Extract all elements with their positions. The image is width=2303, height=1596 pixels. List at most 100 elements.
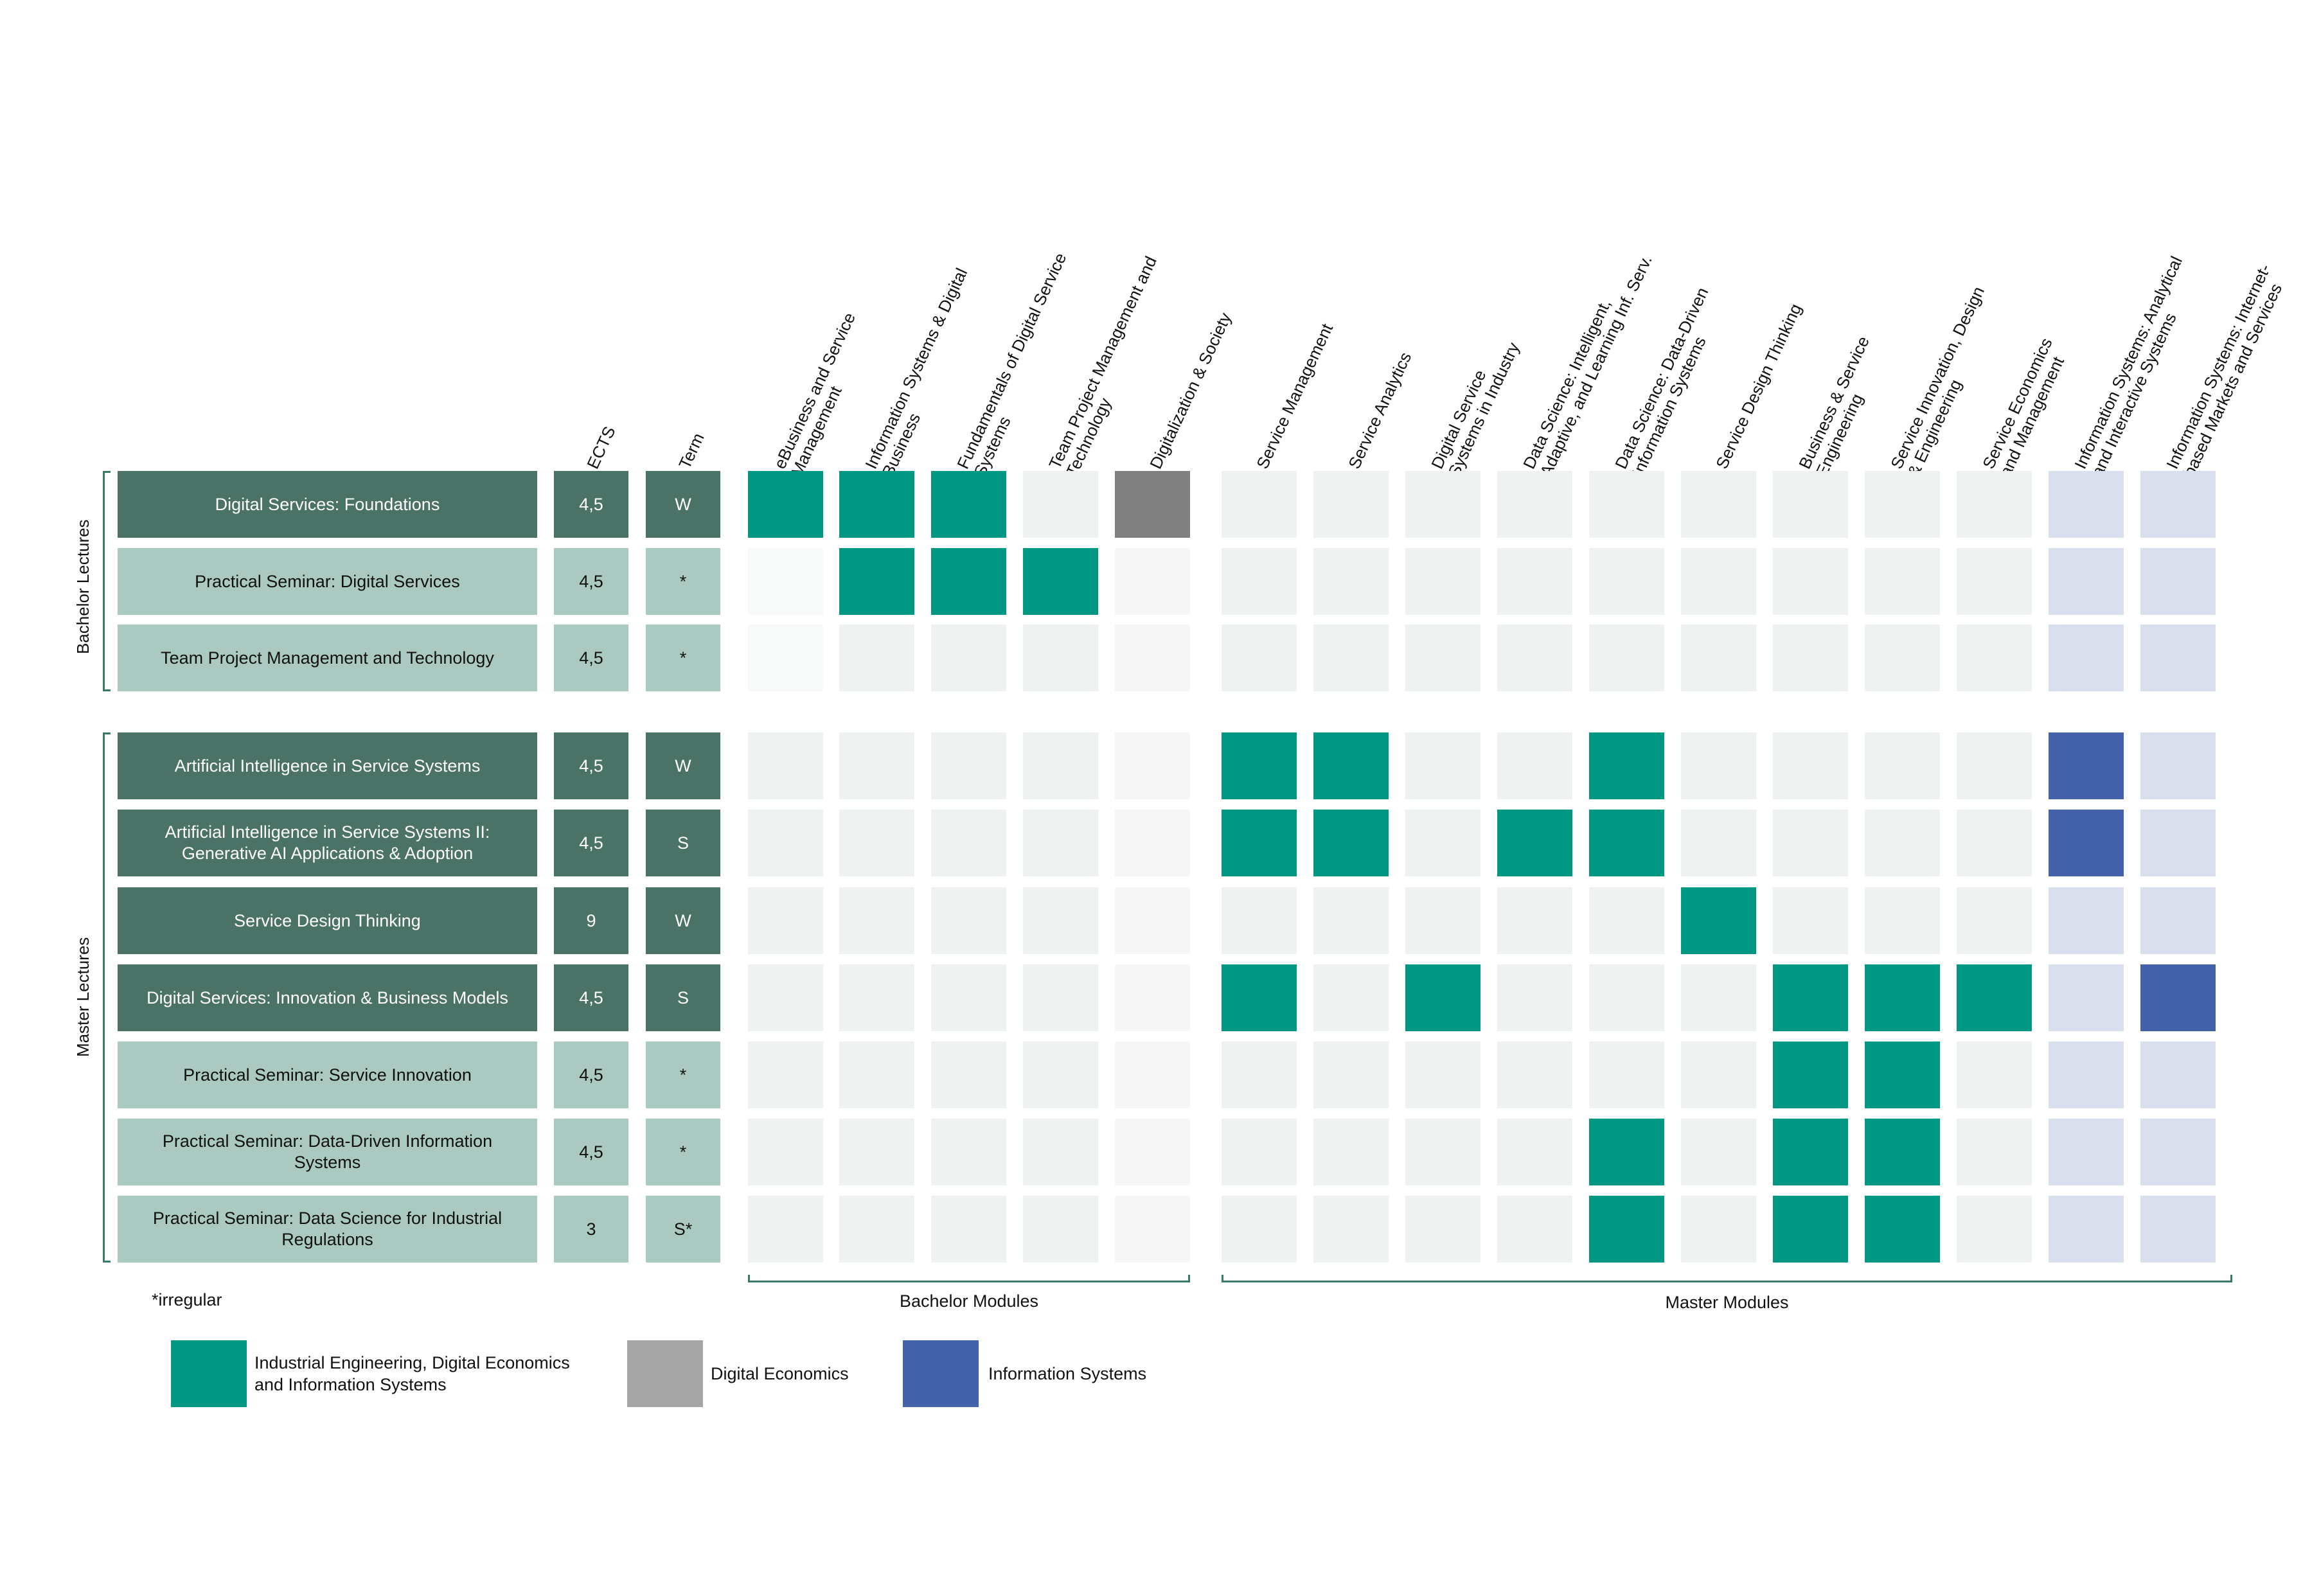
matrix-cell — [1313, 1196, 1389, 1263]
matrix-cell — [2049, 1042, 2124, 1108]
matrix-cell — [1023, 887, 1098, 954]
matrix-cell — [1773, 1042, 1848, 1108]
ects-value: 4,5 — [554, 548, 628, 615]
matrix-cell — [1957, 1042, 2032, 1108]
matrix-cell — [1023, 1196, 1098, 1263]
matrix-cell — [2140, 1042, 2216, 1108]
matrix-cell — [1405, 1042, 1480, 1108]
matrix-cell — [1497, 1196, 1572, 1263]
matrix-cell — [748, 964, 823, 1031]
ects-value: 4,5 — [554, 964, 628, 1031]
matrix-cell — [1773, 548, 1848, 615]
matrix-cell — [2049, 964, 2124, 1031]
matrix-cell — [1773, 1119, 1848, 1185]
matrix-cell — [1773, 964, 1848, 1031]
matrix-cell — [1222, 964, 1297, 1031]
matrix-cell — [1497, 810, 1572, 876]
lecture-name: Artificial Intelligence in Service Syste… — [118, 732, 537, 799]
matrix-cell — [1115, 732, 1190, 799]
matrix-cell — [748, 887, 823, 954]
term-value: W — [646, 732, 720, 799]
matrix-cell — [1115, 548, 1190, 615]
lecture-name: Digital Services: Foundations — [118, 471, 537, 538]
matrix-cell — [1957, 625, 2032, 691]
lecture-name: Artificial Intelligence in Service Syste… — [118, 810, 537, 876]
term-value: W — [646, 471, 720, 538]
matrix-cell — [931, 1119, 1006, 1185]
term-value: * — [646, 625, 720, 691]
matrix-cell — [1865, 732, 1940, 799]
matrix-cell — [1222, 1119, 1297, 1185]
matrix-cell — [1313, 625, 1389, 691]
matrix-cell — [1497, 887, 1572, 954]
column-header: Service Management — [1252, 320, 1337, 472]
matrix-cell — [2140, 964, 2216, 1031]
term-value: S — [646, 810, 720, 876]
matrix-cell — [1313, 1042, 1389, 1108]
matrix-cell — [748, 471, 823, 538]
matrix-cell — [1405, 964, 1480, 1031]
matrix-cell — [1957, 548, 2032, 615]
matrix-cell — [931, 732, 1006, 799]
matrix-cell — [1865, 887, 1940, 954]
matrix-cell — [1681, 625, 1756, 691]
matrix-cell — [839, 964, 914, 1031]
matrix-cell — [1115, 471, 1190, 538]
matrix-cell — [748, 732, 823, 799]
matrix-cell — [748, 548, 823, 615]
matrix-cell — [839, 548, 914, 615]
matrix-cell — [839, 471, 914, 538]
matrix-cell — [1865, 1196, 1940, 1263]
master-modules-label: Master Modules — [1665, 1293, 1789, 1312]
matrix-cell — [1589, 1042, 1664, 1108]
legend-label: Digital Economics — [711, 1364, 849, 1383]
matrix-cell — [1222, 1042, 1297, 1108]
matrix-cell — [1023, 964, 1098, 1031]
matrix-cell — [1681, 1119, 1756, 1185]
matrix-cell — [1405, 1196, 1480, 1263]
matrix-cell — [1222, 887, 1297, 954]
matrix-cell — [931, 548, 1006, 615]
matrix-cell — [1222, 625, 1297, 691]
matrix-cell — [2049, 1196, 2124, 1263]
matrix-cell — [931, 887, 1006, 954]
column-header: Business & Service Engineering — [1794, 333, 1873, 480]
matrix-cell — [2140, 471, 2216, 538]
matrix-cell — [1115, 1196, 1190, 1263]
matrix-cell — [1957, 471, 2032, 538]
bachelor-modules-label: Bachelor Modules — [899, 1291, 1039, 1311]
lecture-name: Practical Seminar: Data-Driven Informati… — [118, 1119, 537, 1185]
irregular-note: *irregular — [152, 1290, 222, 1309]
matrix-cell — [1222, 548, 1297, 615]
matrix-cell — [2049, 625, 2124, 691]
lecture-name: Service Design Thinking — [118, 887, 537, 954]
lecture-name: Team Project Management and Technology — [118, 625, 537, 691]
matrix-cell — [1115, 625, 1190, 691]
matrix-cell — [1023, 471, 1098, 538]
matrix-cell — [1589, 625, 1664, 691]
lecture-name: Practical Seminar: Data Science for Indu… — [118, 1196, 537, 1263]
ects-value: 4,5 — [554, 810, 628, 876]
ects-value: 4,5 — [554, 625, 628, 691]
matrix-cell — [2140, 625, 2216, 691]
matrix-cell — [1957, 810, 2032, 876]
matrix-cell — [839, 625, 914, 691]
matrix-cell — [931, 471, 1006, 538]
matrix-cell — [1957, 732, 2032, 799]
matrix-cell — [1865, 548, 1940, 615]
matrix-cell — [839, 810, 914, 876]
matrix-cell — [1497, 1119, 1572, 1185]
matrix-cell — [2140, 810, 2216, 876]
matrix-cell — [931, 1196, 1006, 1263]
column-header: Service Design Thinking — [1711, 300, 1806, 472]
matrix-cell — [1023, 1119, 1098, 1185]
term-value: * — [646, 548, 720, 615]
matrix-cell — [839, 732, 914, 799]
column-header: Service Economics and Management — [1978, 335, 2068, 480]
matrix-cell — [1681, 548, 1756, 615]
matrix-cell — [1589, 810, 1664, 876]
matrix-cell — [748, 625, 823, 691]
matrix-cell — [1957, 1196, 2032, 1263]
matrix-cell — [1589, 1119, 1664, 1185]
